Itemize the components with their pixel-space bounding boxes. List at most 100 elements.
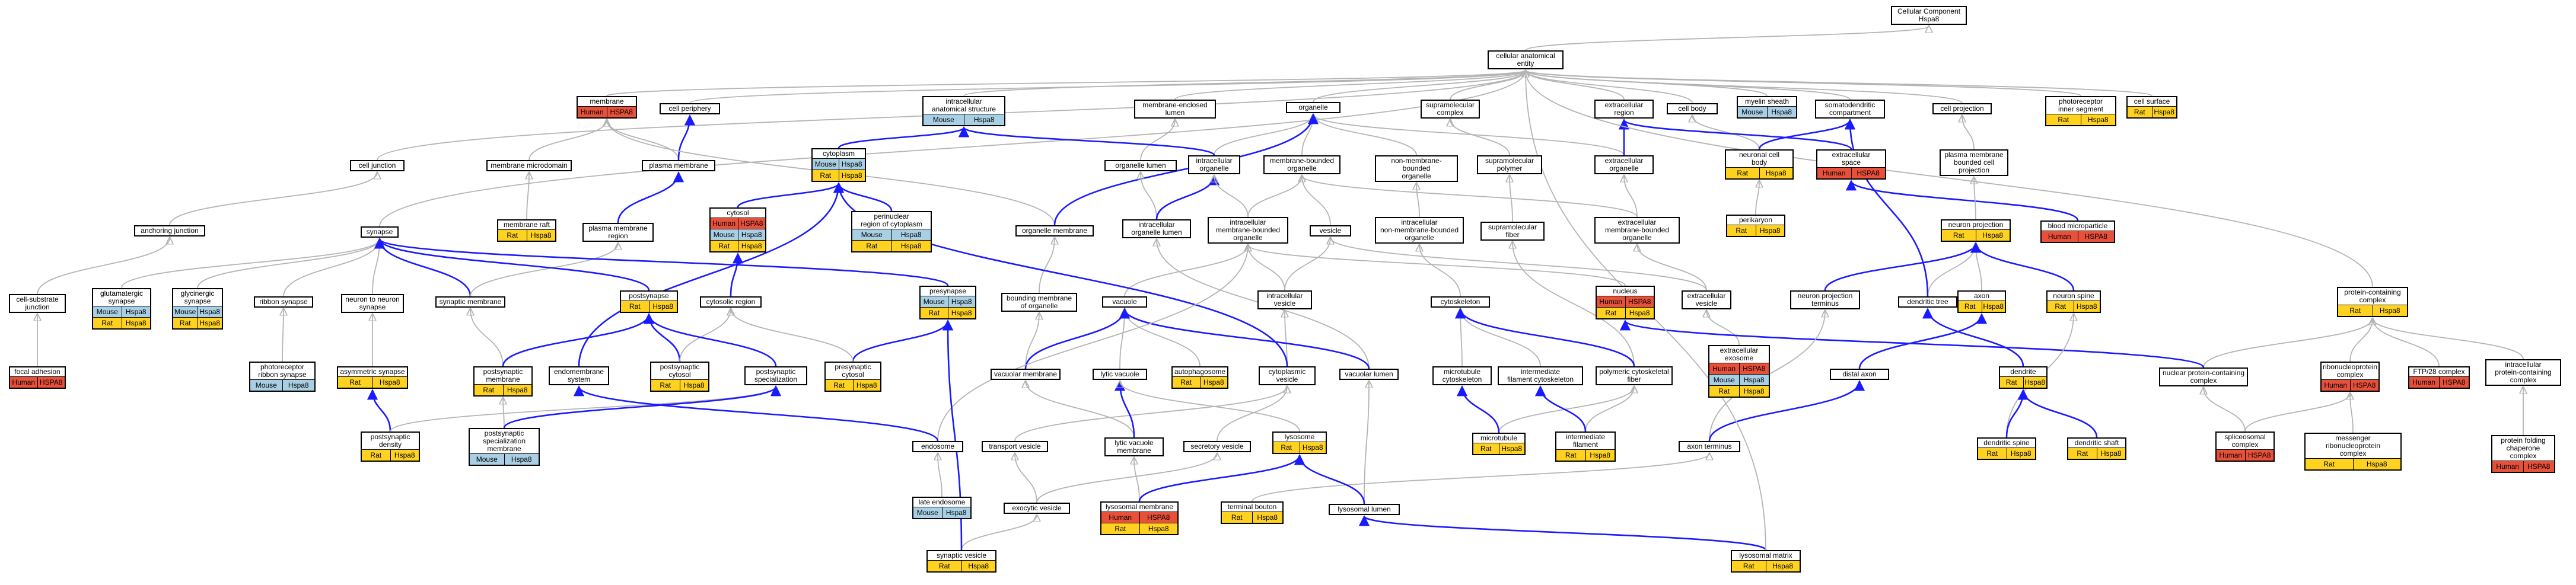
term-node-endomem[interactable]: endomembrane system (549, 366, 609, 385)
term-node-nmb-org[interactable]: non-membrane-bounded organelle (1375, 155, 1458, 182)
term-node-distal-axon[interactable]: distal axon (1830, 369, 1889, 380)
term-node-syn-mem[interactable]: synaptic membrane (435, 296, 505, 308)
term-node-if-cytoskel[interactable]: intermediate filament cytoskeleton (1498, 366, 1583, 385)
term-node-pmbcp[interactable]: plasma membrane bounded cell projection (1940, 149, 2008, 176)
term-node-exocytic-vesicle[interactable]: exocytic vesicle (1004, 503, 1070, 514)
term-node-mb-org[interactable]: membrane-bounded organelle (1263, 155, 1340, 174)
term-node-cell-body[interactable]: cell body (1667, 103, 1718, 114)
term-node-axon-terminus[interactable]: axon terminus (1679, 441, 1740, 452)
term-node-org-mem[interactable]: organelle membrane (1015, 225, 1094, 236)
term-node-cell-substrate[interactable]: cell-substrate junction (9, 294, 66, 313)
term-node-vesicle[interactable]: vesicle (1310, 225, 1351, 236)
term-node-cell-periphery[interactable]: cell periphery (660, 103, 720, 114)
term-node-ic-org-lumen[interactable]: intracellular organelle lumen (1122, 219, 1191, 238)
term-node-lyso-lumen[interactable]: lysosomal lumen (1329, 504, 1400, 515)
term-node-secretory-vesicle[interactable]: secretory vesicle (1183, 441, 1251, 452)
term-node-ecmbo[interactable]: extracellular membrane-bounded organelle (1594, 217, 1680, 244)
term-node-post-spec[interactable]: postsynaptic specialization (744, 366, 807, 385)
term-node-plasma-mem[interactable]: plasma membrane (642, 160, 715, 171)
term-node-cell-junction[interactable]: cell junction (350, 160, 405, 171)
term-node-mt-cytoskel[interactable]: microtubule cytoskeleton (1432, 366, 1492, 385)
term-node-ic-vesicle[interactable]: intracellular vesicle (1257, 290, 1312, 309)
term-node-npt[interactable]: neuron projection terminus (1790, 290, 1860, 309)
term-node-icpcc[interactable]: intracellular protein-containing complex (2485, 359, 2561, 386)
term-node-ec-vesicle[interactable]: extracellular vesicle (1682, 290, 1731, 309)
term-node-smc[interactable]: supramolecular complex (1421, 100, 1480, 119)
term-node-lytic-vac-mem[interactable]: lytic vacuole membrane (1104, 437, 1164, 456)
term-node-endosome[interactable]: endosome (912, 441, 963, 452)
term-node-pm-region[interactable]: plasma membrane region (582, 223, 654, 242)
term-node-cyto-vesicle[interactable]: cytoplasmic vesicle (1259, 366, 1316, 385)
term-node-synapse[interactable]: synapse (361, 226, 399, 238)
term-node-mel[interactable]: membrane-enclosed lumen (1134, 100, 1216, 119)
term-node-transport-vesicle[interactable]: transport vesicle (982, 441, 1048, 452)
term-node-mem-micro[interactable]: membrane microdomain (486, 160, 572, 171)
term-node-cc[interactable]: Cellular Component Hspa8 (1891, 6, 1967, 25)
term-node-ec-org[interactable]: extracellular organelle (1594, 155, 1654, 174)
term-node-cytosolic-region[interactable]: cytosolic region (700, 296, 762, 308)
term-node-vac-lumen[interactable]: vacuolar lumen (1339, 369, 1399, 380)
term-node-cell-proj[interactable]: cell projection (1932, 103, 1992, 114)
term-node-smfiber[interactable]: supramolecular fiber (1480, 222, 1545, 241)
term-node-vac-mem[interactable]: vacuolar membrane (991, 369, 1061, 380)
term-node-lytic-vac[interactable]: lytic vacuole (1093, 369, 1147, 380)
term-node-cytoskeleton[interactable]: cytoskeleton (1431, 296, 1490, 308)
term-node-bmo[interactable]: bounding membrane of organelle (1001, 293, 1077, 312)
term-node-ic-org[interactable]: intracellular organelle (1188, 155, 1240, 174)
term-node-ribbon-syn[interactable]: ribbon synapse (254, 296, 313, 308)
term-node-n2n-syn[interactable]: neuron to neuron synapse (341, 294, 404, 313)
term-node-npcc[interactable]: nuclear protein-containing complex (2159, 367, 2248, 386)
term-node-icnmbo[interactable]: intracellular non-membrane-bounded organ… (1375, 217, 1464, 244)
term-node-smpoly[interactable]: supramolecular polymer (1477, 155, 1542, 174)
term-node-ecr[interactable]: extracellular region (1594, 100, 1654, 119)
term-node-icmbo[interactable]: intracellular membrane-bounded organelle (1208, 217, 1288, 244)
term-node-cae[interactable]: cellular anatomical entity (1488, 50, 1564, 69)
